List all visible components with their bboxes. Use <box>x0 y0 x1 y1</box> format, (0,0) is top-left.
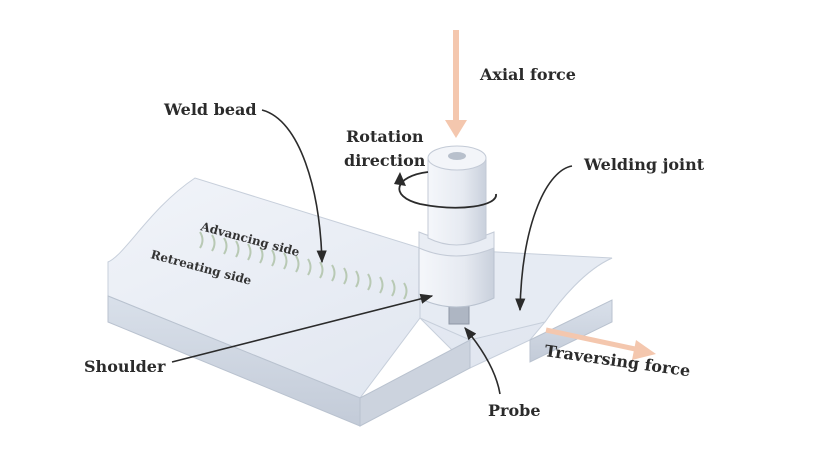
tool-shoulder <box>418 247 495 308</box>
axial-force-arrow <box>445 30 467 138</box>
rotation-label-line2: direction <box>344 151 426 170</box>
weld-bead-ripples <box>199 231 408 300</box>
welding-joint-label: Welding joint <box>583 155 705 174</box>
probe-leader <box>464 327 501 395</box>
axial-force-label: Axial force <box>479 65 576 84</box>
plate-joint-face <box>359 339 471 427</box>
tool-top-hole <box>448 152 466 160</box>
rotation-label-line1: Rotation <box>346 127 424 146</box>
probe-label: Probe <box>488 401 541 420</box>
tool-shank <box>427 159 487 246</box>
weld-bead-leader <box>261 109 327 264</box>
welding-joint-leader <box>515 165 573 312</box>
traversing-force-arrow <box>545 327 656 360</box>
plate-front-face-right <box>529 299 613 363</box>
shoulder-leader <box>171 293 434 363</box>
welding-tool <box>418 145 495 325</box>
workpiece-plate <box>107 177 613 427</box>
rotation-direction-arrow <box>394 171 497 209</box>
shoulder-label: Shoulder <box>84 357 166 376</box>
weld-bead-label: Weld bead <box>163 100 257 119</box>
